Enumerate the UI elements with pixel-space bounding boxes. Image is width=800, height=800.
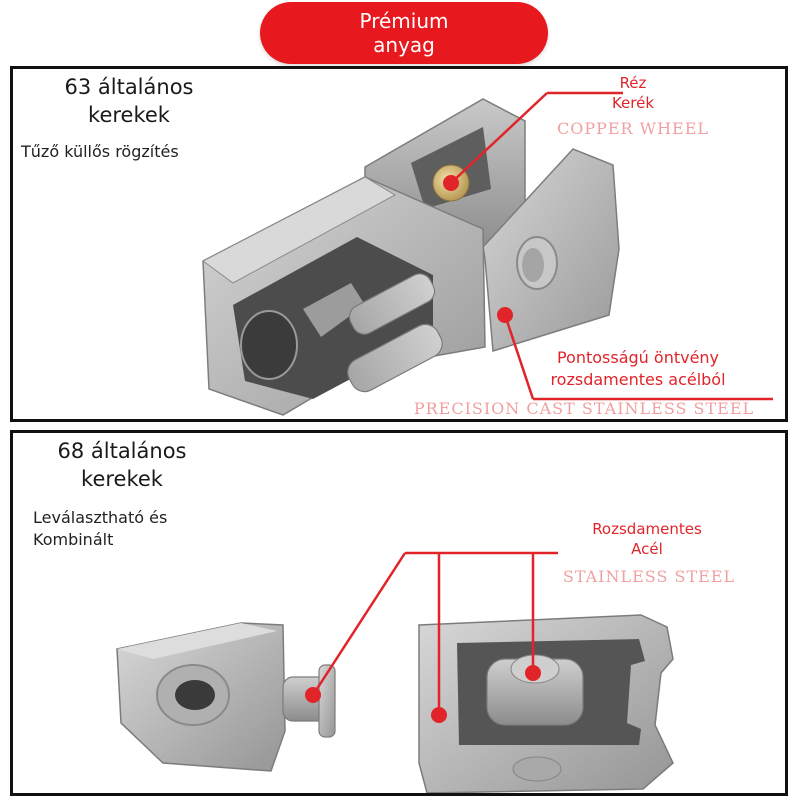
hinge-connector-separated-photo bbox=[116, 551, 674, 793]
copper-wheel-line-2: Kerék bbox=[611, 94, 655, 112]
bottom-heading: 68 általános kerekek bbox=[29, 437, 215, 493]
top-heading-line-1: 63 általános bbox=[64, 75, 194, 99]
copper-wheel-label: Réz Kerék bbox=[573, 73, 693, 113]
stainless-steel-label: Rozsdamentes Acél bbox=[567, 519, 727, 559]
bottom-product-panel: 68 általános kerekek Leválasztható és Ko… bbox=[10, 430, 788, 796]
bottom-heading-line-2: kerekek bbox=[81, 467, 163, 491]
top-subtitle: Tűző küllős rögzítés bbox=[21, 142, 179, 161]
badge-line-1: Prémium bbox=[359, 9, 449, 33]
callout-lines bbox=[443, 91, 773, 401]
bottom-heading-line-1: 68 általános bbox=[57, 439, 187, 463]
top-product-panel: 63 általános kerekek Tűző küllős rögzíté… bbox=[10, 66, 788, 422]
spoke-block bbox=[202, 176, 486, 416]
bottom-subtitle-line-1: Leválasztható és bbox=[33, 508, 168, 527]
stainless-steel-line-1: Rozsdamentes bbox=[592, 520, 702, 538]
precision-steel-english: PRECISION CAST STAINLESS STEEL bbox=[413, 399, 755, 418]
copper-wheel-english: COPPER WHEEL bbox=[556, 119, 710, 138]
precision-steel-line-2: rozsdamentes acélból bbox=[550, 370, 726, 389]
top-heading-line-2: kerekek bbox=[88, 103, 170, 127]
precision-steel-line-1: Pontosságú öntvény bbox=[556, 348, 720, 367]
premium-material-badge: Prémium anyag bbox=[260, 2, 548, 64]
separable-male-part bbox=[116, 622, 336, 772]
hinge-connector-assembled-photo bbox=[202, 91, 773, 416]
stainless-steel-line-2: Acél bbox=[631, 540, 663, 558]
bottom-subtitle: Leválasztható és Kombinált bbox=[33, 507, 233, 551]
separable-female-part bbox=[418, 614, 674, 793]
callout-lines bbox=[305, 551, 558, 723]
copper-wheel-line-1: Réz bbox=[619, 74, 647, 92]
bottom-subtitle-line-2: Kombinált bbox=[33, 530, 114, 549]
stainless-steel-english: STAINLESS STEEL bbox=[562, 567, 736, 586]
precision-steel-label: Pontosságú öntvény rozsdamentes acélból bbox=[528, 347, 748, 391]
top-heading: 63 általános kerekek bbox=[29, 73, 229, 129]
badge-line-2: anyag bbox=[373, 33, 435, 57]
